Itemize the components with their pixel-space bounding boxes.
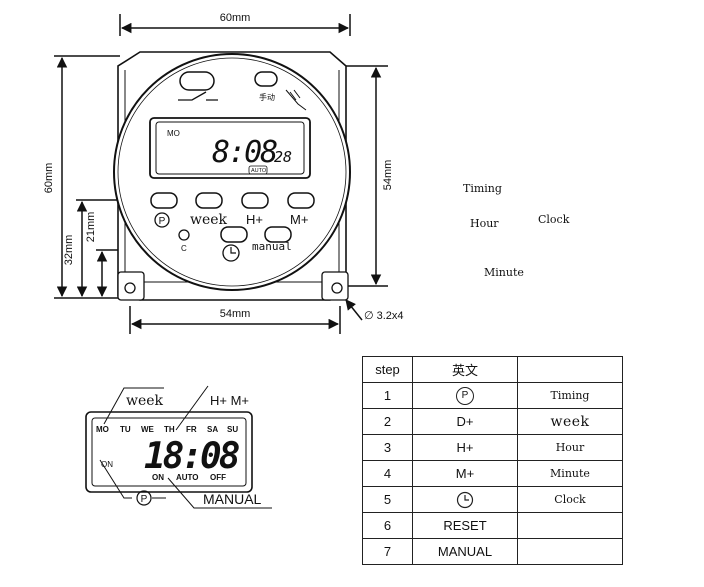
table-row: 1 P Timing	[362, 382, 623, 409]
row-step: 3	[362, 434, 413, 461]
dim-21: 21mm	[85, 212, 97, 243]
dimension-lines	[54, 14, 388, 334]
row-key: H+	[412, 434, 518, 461]
row-key: MANUAL	[412, 538, 518, 565]
row-step: 1	[362, 382, 413, 409]
lcd-seconds: 28	[274, 148, 292, 166]
detail-time: 18:08	[144, 436, 239, 477]
detail-status-on: ON	[152, 473, 164, 482]
detail-day-mo: MO	[96, 425, 109, 434]
detail-day-tu: TU	[120, 425, 131, 434]
table-header-key: 英文	[412, 356, 518, 383]
hand-icon	[285, 89, 307, 111]
btn-week-label: week	[190, 212, 228, 228]
lcd-detail-text: week H+ M+ MO TU WE TH FR SA SU 18:08 ON…	[96, 393, 262, 507]
step-table: step 英文 1 P Timing 2 D+ week 3 H+ Hour 4…	[362, 356, 623, 565]
lcd-detail	[85, 385, 272, 509]
p-button-icon: P	[456, 387, 474, 405]
dim-54-bottom: 54mm	[220, 308, 251, 320]
row-function: Minute	[517, 460, 623, 487]
btn-c-label: C	[181, 244, 187, 253]
dim-height-left: 60mm	[43, 163, 55, 194]
detail-week-label: week	[126, 393, 164, 409]
detail-day-we: WE	[141, 425, 155, 434]
timer-device-front	[113, 51, 351, 301]
btn-p-label: P	[159, 216, 166, 227]
lcd-day: MO	[167, 129, 180, 138]
floating-labels: Timing Hour Clock Minute	[463, 182, 570, 279]
row-key: P	[412, 382, 518, 409]
detail-on-indicator: ON	[101, 460, 113, 469]
dim-width-top: 60mm	[220, 12, 251, 24]
label-timing: Timing	[463, 182, 502, 195]
table-header-step: step	[362, 356, 413, 383]
clock-icon	[456, 491, 474, 508]
table-row: 4 M+ Minute	[362, 460, 623, 487]
dim-32: 32mm	[63, 235, 75, 266]
table-header-row: step 英文	[362, 356, 623, 383]
row-step: 2	[362, 408, 413, 435]
detail-day-th: TH	[164, 425, 175, 434]
table-row: 6 RESET	[362, 512, 623, 539]
label-hour: Hour	[470, 217, 499, 230]
row-key: D+	[412, 408, 518, 435]
row-function	[517, 538, 623, 565]
detail-manual-label: MANUAL	[203, 491, 262, 507]
label-clock: Clock	[538, 213, 570, 226]
row-function: Timing	[517, 382, 623, 409]
detail-p-label: P	[141, 494, 148, 505]
detail-day-fr: FR	[186, 425, 197, 434]
row-key: M+	[412, 460, 518, 487]
row-step: 5	[362, 486, 413, 513]
btn-h-label: H+	[246, 212, 263, 227]
table-row: 3 H+ Hour	[362, 434, 623, 461]
row-function	[517, 512, 623, 539]
manual-cn-label: 手动	[259, 92, 275, 102]
row-key: RESET	[412, 512, 518, 539]
table-header-function	[517, 356, 623, 383]
top-device-text: 60mm 60mm 32mm 21mm 54mm 54mm ∅ 3.2x4 手动…	[43, 12, 404, 322]
table-row: 7 MANUAL	[362, 538, 623, 565]
detail-status-auto: AUTO	[176, 473, 199, 482]
row-step: 4	[362, 460, 413, 487]
table-row: 5 Clock	[362, 486, 623, 513]
detail-hm-label: H+ M+	[210, 393, 249, 408]
lcd-time: 8:08	[212, 135, 277, 170]
lcd-auto: AUTO	[251, 168, 267, 174]
row-step: 7	[362, 538, 413, 565]
detail-day-su: SU	[227, 425, 238, 434]
label-minute: Minute	[484, 266, 524, 279]
table-row: 2 D+ week	[362, 408, 623, 435]
detail-day-sa: SA	[207, 425, 218, 434]
row-key	[412, 486, 518, 513]
btn-manual-label: manual	[252, 240, 292, 253]
btn-m-label: M+	[290, 212, 308, 227]
row-step: 6	[362, 512, 413, 539]
dim-54-right: 54mm	[382, 160, 394, 191]
row-function: Clock	[517, 486, 623, 513]
detail-status-off: OFF	[210, 473, 226, 482]
row-function: week	[517, 408, 623, 435]
hole-spec: ∅ 3.2x4	[364, 310, 404, 322]
clock-icon	[222, 244, 240, 262]
row-function: Hour	[517, 434, 623, 461]
